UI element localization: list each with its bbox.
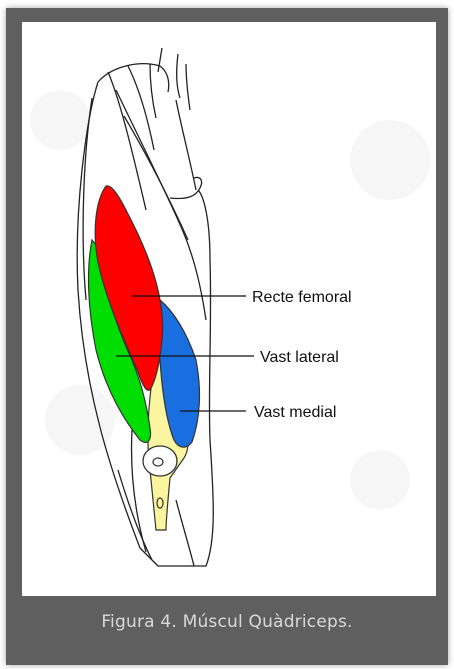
figure-caption: Figura 4. Múscul Quàdriceps. [0, 612, 454, 632]
label-rectus-femoris: Recte femoral [252, 289, 352, 306]
patella [143, 446, 177, 476]
label-vastus-medialis: Vast medial [254, 404, 336, 421]
label-vastus-lateralis: Vast lateral [260, 349, 339, 366]
